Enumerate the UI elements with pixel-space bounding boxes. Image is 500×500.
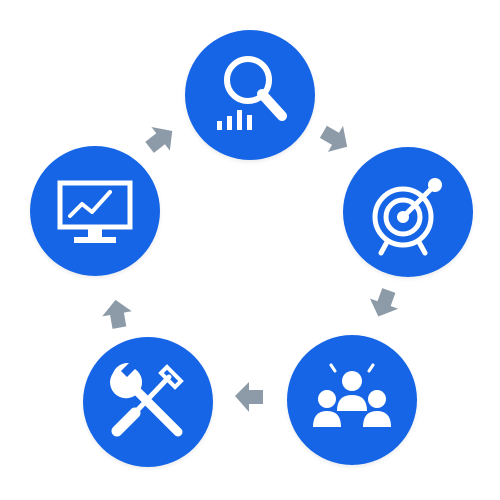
arrow-3-to-4 [229, 378, 269, 418]
arrow-5-to-1 [140, 118, 180, 158]
wrench-and-screwdriver-icon [83, 337, 213, 467]
target-with-dart-icon [343, 147, 473, 277]
monitor-with-line-chart-icon [30, 146, 160, 276]
step-node-target [343, 147, 473, 277]
step-node-tools [83, 337, 213, 467]
arrow-4-to-5 [96, 294, 136, 334]
arrow-2-to-3 [365, 284, 405, 324]
step-node-analyze [185, 30, 315, 160]
team-people-icon [287, 335, 417, 465]
arrow-1-to-2 [316, 118, 356, 158]
step-node-monitor [30, 146, 160, 276]
magnifier-with-bar-chart-icon [185, 30, 315, 160]
step-node-team [287, 335, 417, 465]
